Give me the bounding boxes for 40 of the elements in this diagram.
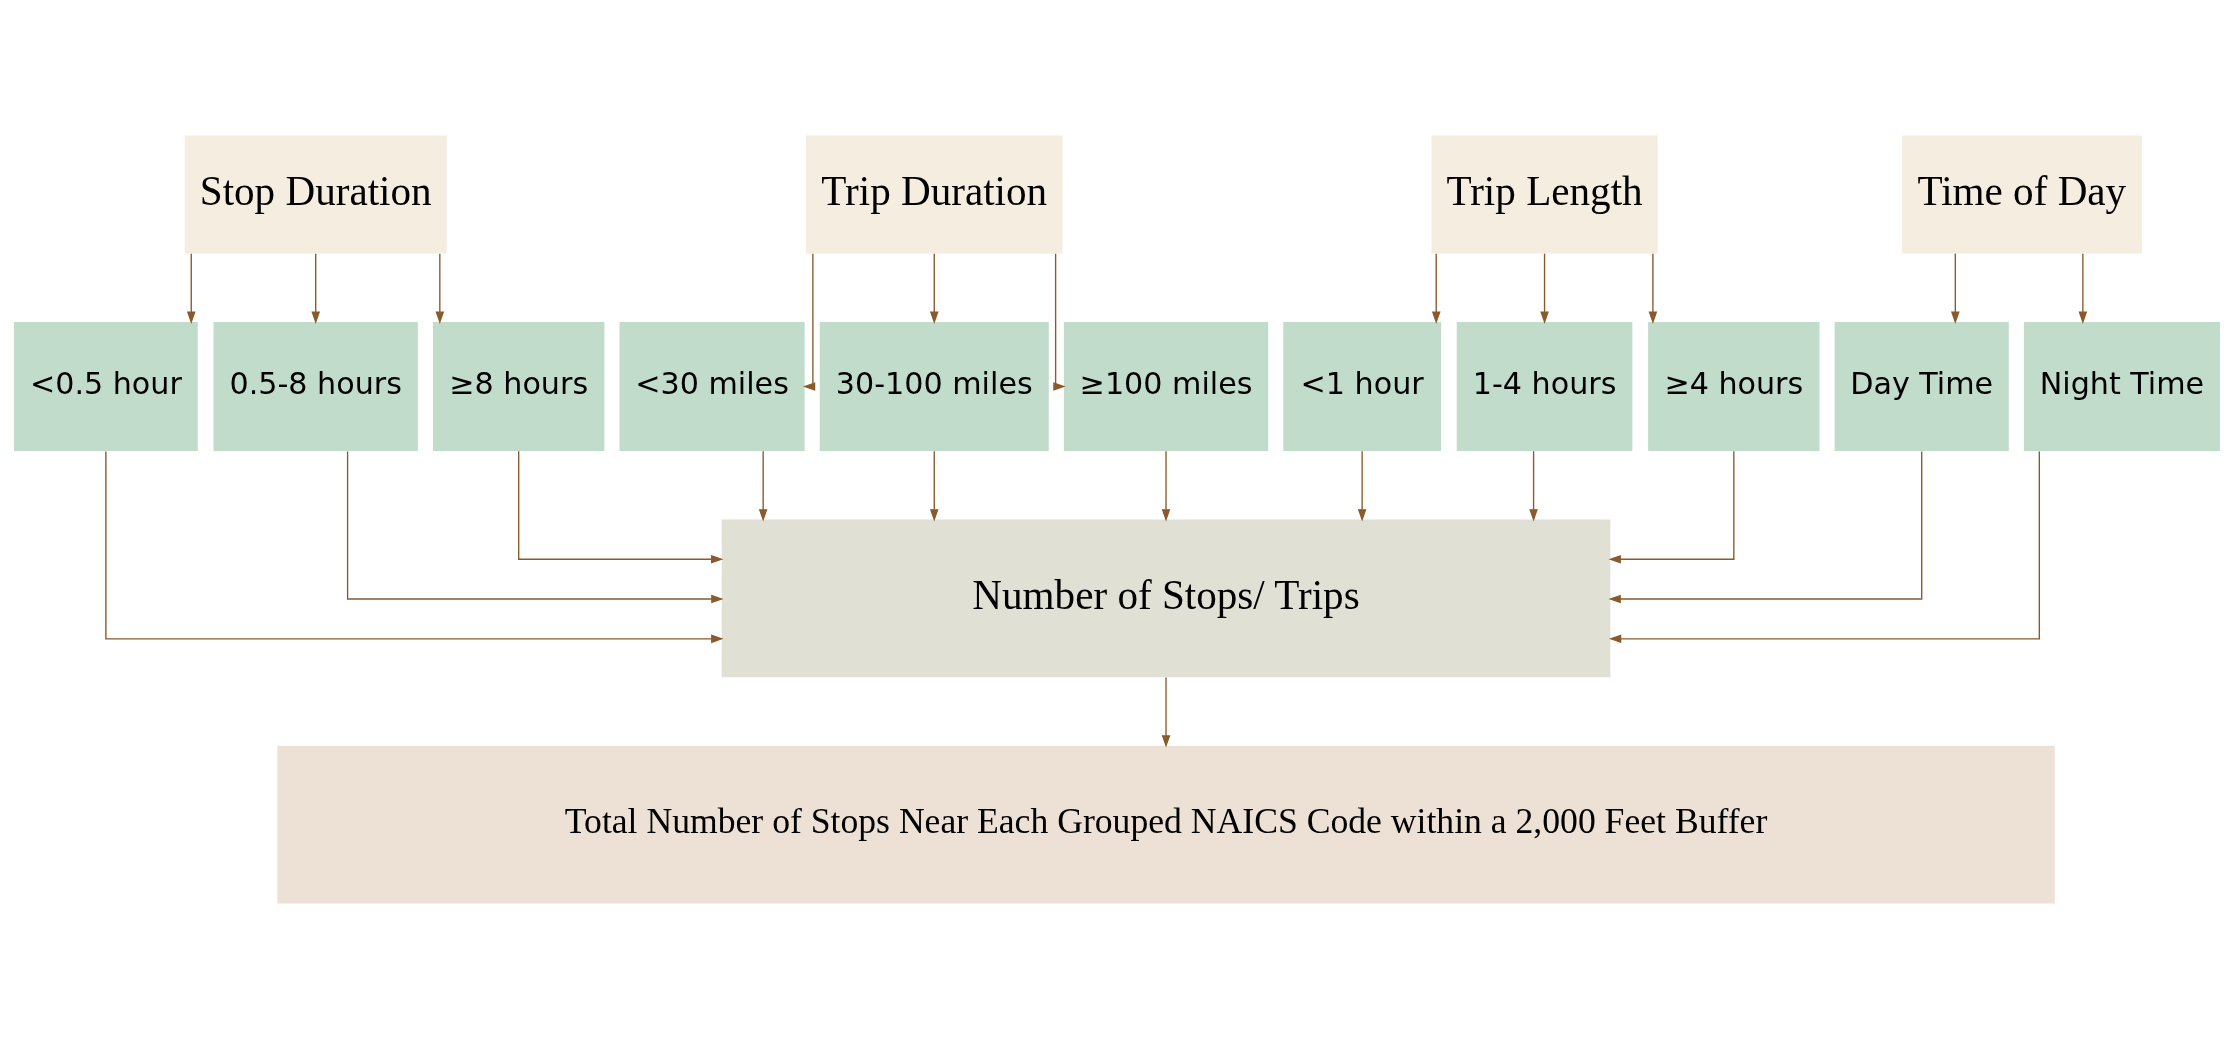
node-box: Stop Duration xyxy=(184,135,447,254)
arrow xyxy=(929,252,939,324)
node-box: 1-4 hours xyxy=(1456,322,1633,451)
node-box: ≥8 hours xyxy=(432,322,605,451)
arrow xyxy=(1608,450,1735,564)
arrow xyxy=(435,252,445,324)
node-box: Number of Stops/ Trips xyxy=(721,519,1611,678)
arrow xyxy=(346,450,724,604)
arrow xyxy=(1053,252,1066,391)
arrow xyxy=(802,252,816,391)
arrow xyxy=(1161,676,1171,748)
arrow xyxy=(2078,252,2088,324)
node-box: Night Time xyxy=(2023,322,2220,451)
node-box: ≥100 miles xyxy=(1063,322,1269,451)
arrow xyxy=(1431,252,1441,324)
arrow xyxy=(1648,252,1658,324)
arrow xyxy=(105,450,724,644)
arrow xyxy=(518,450,724,564)
node-box: Time of Day xyxy=(1901,135,2142,254)
node-box: Trip Duration xyxy=(806,135,1063,254)
arrow xyxy=(1357,450,1367,522)
arrow xyxy=(1161,450,1171,522)
arrow xyxy=(1608,450,2040,644)
node-box: Day Time xyxy=(1834,322,2009,451)
arrow xyxy=(1608,450,1923,604)
arrow xyxy=(311,252,321,324)
arrow xyxy=(929,450,939,522)
arrow xyxy=(758,450,768,522)
arrow xyxy=(1529,450,1538,522)
node-box: Total Number of Stops Near Each Grouped NAICS Code within a 2,000 Feet Buffer xyxy=(277,745,2055,904)
arrow xyxy=(1540,252,1549,324)
arrow xyxy=(1951,252,1960,324)
node-box: 0.5-8 hours xyxy=(213,322,418,451)
node-box: <1 hour xyxy=(1283,322,1441,451)
node-box: Trip Length xyxy=(1431,135,1658,254)
node-box: <30 miles xyxy=(619,322,805,451)
arrow xyxy=(186,252,196,324)
node-box: ≥4 hours xyxy=(1648,322,1820,451)
node-box: <0.5 hour xyxy=(14,322,198,451)
node-box: 30-100 miles xyxy=(819,322,1049,451)
